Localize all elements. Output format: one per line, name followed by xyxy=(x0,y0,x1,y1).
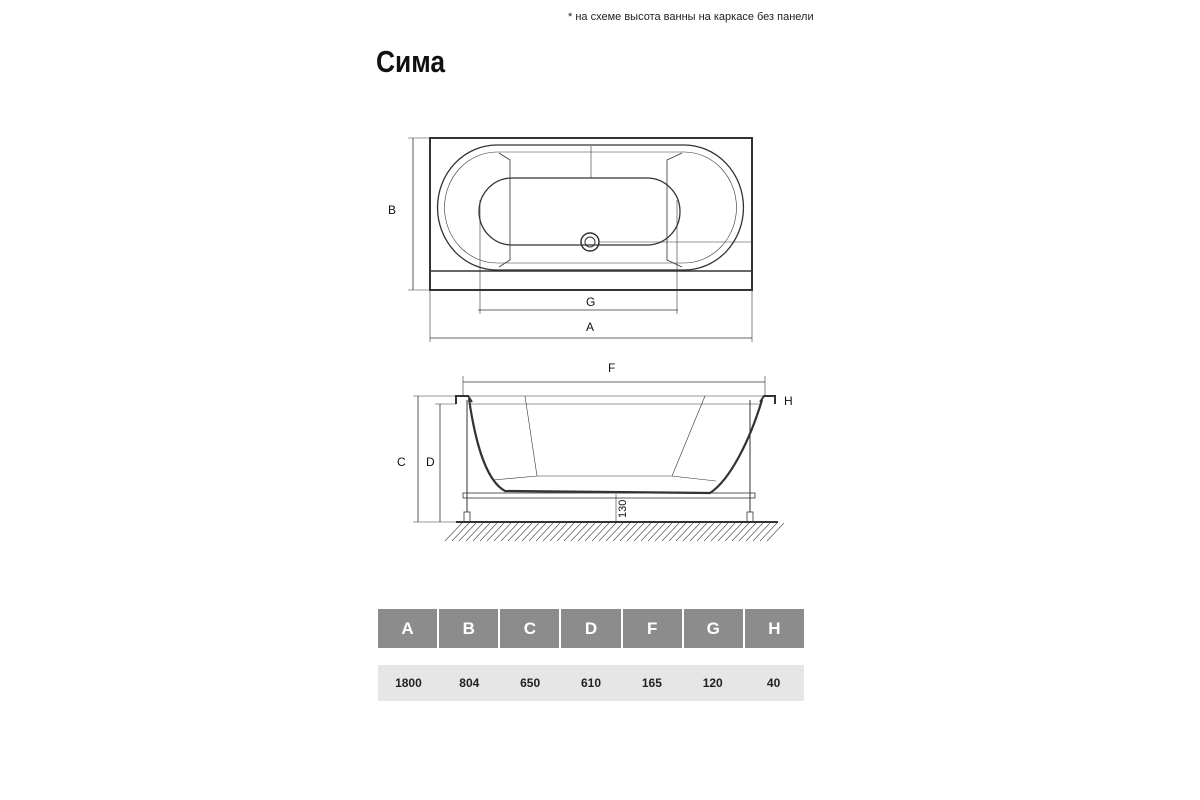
value-cell: 1800 xyxy=(395,676,422,690)
label-a: A xyxy=(586,320,594,334)
hatch-line xyxy=(654,522,673,542)
hatch-line xyxy=(668,522,687,542)
hatch-line xyxy=(493,522,512,542)
header-cell: G xyxy=(683,609,743,648)
hatch-line xyxy=(696,522,715,542)
header-cell: B xyxy=(439,609,499,648)
floor-hatch xyxy=(444,522,785,542)
hatch-line xyxy=(570,522,589,542)
hatch-line xyxy=(633,522,652,542)
label-c: C xyxy=(397,455,406,469)
hatch-line xyxy=(724,522,743,542)
value-cell: 120 xyxy=(702,676,723,690)
hatch-line xyxy=(542,522,561,542)
hatch-line xyxy=(647,522,666,542)
hatch-line xyxy=(759,522,778,542)
header-cell: A xyxy=(378,609,438,648)
hatch-line xyxy=(444,522,463,542)
hatch-line xyxy=(598,522,617,542)
header-cell: D xyxy=(561,609,621,648)
side-view xyxy=(413,376,778,523)
hatch-line xyxy=(619,522,638,542)
header-cell: H xyxy=(744,609,804,648)
hatch-line xyxy=(465,522,484,542)
hatch-line xyxy=(514,522,533,542)
hatch-line xyxy=(745,522,764,542)
label-f: F xyxy=(608,361,615,375)
dimensions-table: A B C D F G H 1800 804 650 610 165 120 4… xyxy=(378,609,804,701)
hatch-line xyxy=(752,522,771,542)
hatch-line xyxy=(451,522,470,542)
value-cell: 650 xyxy=(520,676,541,690)
hatch-line xyxy=(556,522,575,542)
value-cell: 804 xyxy=(459,676,480,690)
hatch-line xyxy=(591,522,610,542)
hatch-line xyxy=(521,522,540,542)
hatch-line xyxy=(766,522,785,542)
hatch-line xyxy=(689,522,708,542)
hatch-line xyxy=(640,522,659,542)
hatch-line xyxy=(626,522,645,542)
value-cell: 165 xyxy=(641,676,662,690)
hatch-line xyxy=(612,522,631,542)
hatch-line xyxy=(605,522,624,542)
header-cell: C xyxy=(500,609,560,648)
hatch-line xyxy=(458,522,477,542)
hatch-line xyxy=(738,522,757,542)
hatch-line xyxy=(661,522,680,542)
hatch-line xyxy=(528,522,547,542)
hatch-line xyxy=(675,522,694,542)
hatch-line xyxy=(577,522,596,542)
hatch-line xyxy=(535,522,554,542)
hatch-line xyxy=(703,522,722,542)
label-leg-height: 130 xyxy=(617,500,629,518)
hatch-line xyxy=(507,522,526,542)
top-view xyxy=(408,137,753,342)
hatch-line xyxy=(682,522,701,542)
table-header-row: A B C D F G H xyxy=(378,609,804,648)
hatch-line xyxy=(584,522,603,542)
hatch-line xyxy=(486,522,505,542)
drain-icon xyxy=(580,232,600,252)
table-row: 1800 804 650 610 165 120 40 xyxy=(378,665,804,701)
hatch-line xyxy=(472,522,491,542)
hatch-line xyxy=(710,522,729,542)
label-h: H xyxy=(784,394,793,408)
value-cell: 40 xyxy=(766,676,781,690)
hatch-line xyxy=(549,522,568,542)
value-cell: 610 xyxy=(580,676,602,690)
hatch-line xyxy=(731,522,750,542)
header-cell: F xyxy=(622,609,682,648)
hatch-line xyxy=(500,522,519,542)
label-g: G xyxy=(586,295,595,309)
footnote: * на схеме высота ванны на каркасе без п… xyxy=(568,11,814,23)
label-d: D xyxy=(426,455,435,469)
page-title: Сима xyxy=(376,44,446,79)
hatch-line xyxy=(717,522,736,542)
hatch-line xyxy=(563,522,582,542)
hatch-line xyxy=(479,522,498,542)
label-b: B xyxy=(388,203,396,217)
